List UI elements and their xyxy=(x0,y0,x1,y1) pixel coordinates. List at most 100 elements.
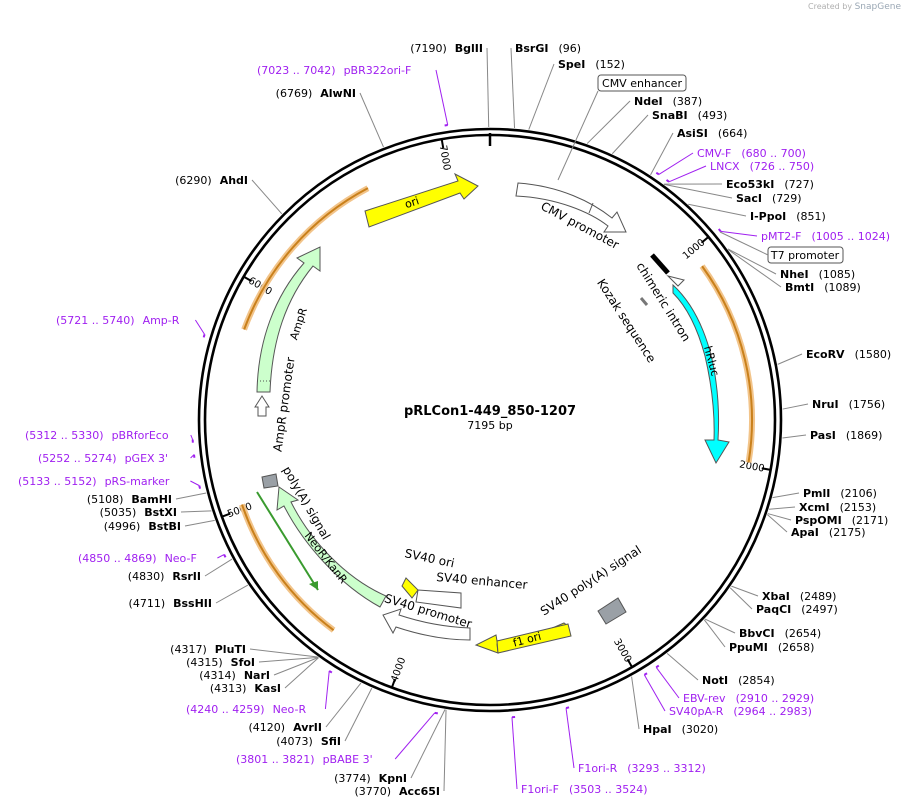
primer-label: (3801 .. 3821) pBABE 3' xyxy=(236,753,373,766)
primer-leader xyxy=(217,554,225,559)
orf-neor xyxy=(241,504,335,632)
enzyme-label: PspOMI(2171) xyxy=(795,514,888,527)
primer-label: CMV-F(680 .. 700) xyxy=(697,147,806,160)
feature-chimeric-intron xyxy=(650,253,670,275)
enzyme-name: AhdI xyxy=(220,174,248,187)
enzyme-name: AlwNI xyxy=(320,87,356,100)
primer-name: pBR322ori-F xyxy=(344,64,412,77)
enzyme-name: RsrII xyxy=(172,570,201,583)
primer-name: pMT2-F xyxy=(761,230,802,243)
primer-name: pRS-marker xyxy=(105,475,170,488)
primer-name: Neo-R xyxy=(273,703,307,716)
intron-small-segment xyxy=(666,275,685,287)
primer-label: F1ori-F(3503 .. 3524) xyxy=(521,783,648,796)
primer-mark xyxy=(655,171,660,176)
feature-ori-label: ori xyxy=(403,194,421,211)
enzyme-label: (4830)RsrII xyxy=(128,570,201,583)
enzyme-leader xyxy=(772,492,800,499)
tick-mark xyxy=(626,658,633,668)
enzyme-name: BsrGI xyxy=(515,42,548,55)
primer-label: SV40pA-R(2964 .. 2983) xyxy=(669,705,812,718)
enzyme-label: XbaI(2489) xyxy=(762,590,836,603)
enzyme-leader xyxy=(180,510,212,513)
feature-ampr-promoter xyxy=(254,395,270,417)
orf-ampr xyxy=(243,187,369,330)
enzyme-label: NotI(2854) xyxy=(702,674,775,687)
tick-label: 4000 xyxy=(389,656,408,684)
enzyme-leader xyxy=(443,709,447,792)
primer-label: EBV-rev(2910 .. 2929) xyxy=(683,692,814,705)
enzyme-label: HpaI(3020) xyxy=(643,723,718,736)
enzyme-label: PmlI(2106) xyxy=(803,487,877,500)
enzyme-name: KpnI xyxy=(379,772,407,785)
primer-range: (3801 .. 3821) xyxy=(236,753,315,766)
enzyme-position: (4120) xyxy=(249,721,286,734)
t7-promoter-label: T7 promoter xyxy=(770,249,840,262)
enzyme-name: PspOMI xyxy=(795,514,842,527)
enzyme-leader xyxy=(688,203,747,217)
feature-sv40-ori xyxy=(401,577,419,599)
feature-f1-ori-body xyxy=(496,623,572,654)
primer-range: (7023 .. 7042) xyxy=(257,64,336,77)
enzyme-position: (664) xyxy=(718,127,748,140)
feature-hrluc-label: hRluc xyxy=(701,345,722,378)
credit: Created by SnapGene xyxy=(808,2,901,12)
enzyme-position: (5035) xyxy=(100,506,137,519)
primer-leader xyxy=(668,165,707,183)
feature-cmv-promoter xyxy=(515,182,627,233)
primer-label: (5252 .. 5274)pGEX 3' xyxy=(38,452,168,465)
enzyme-leader xyxy=(359,92,384,148)
enzyme-position: (1089) xyxy=(824,281,861,294)
enzyme-leader xyxy=(782,403,809,410)
primer-range: (4850 .. 4869) xyxy=(78,552,157,565)
neor-inner-orf-head xyxy=(309,581,318,590)
enzyme-name: BbvCI xyxy=(739,627,775,640)
primer-mark xyxy=(434,711,439,715)
enzyme-label: (5035)BstXI xyxy=(100,506,177,519)
enzyme-label: BmtI(1089) xyxy=(785,281,861,294)
enzyme-name: XcmI xyxy=(799,501,830,514)
primer-mark xyxy=(665,179,670,183)
enzyme-position: (7190) xyxy=(410,42,447,55)
primer-mark xyxy=(202,334,206,338)
primer-name: pBABE 3' xyxy=(323,753,373,766)
credit-prefix: Created by xyxy=(808,2,853,11)
enzyme-position: (493) xyxy=(698,109,728,122)
tick-mark xyxy=(221,512,231,518)
enzyme-name: EcoRV xyxy=(806,348,845,361)
enzyme-name: HpaI xyxy=(643,723,672,736)
enzyme-position: (152) xyxy=(595,58,625,71)
enzyme-label: (7190)BglII xyxy=(410,42,483,55)
enzyme-leader xyxy=(766,514,788,533)
enzyme-position: (4314) xyxy=(199,669,236,682)
neor-inner-orf xyxy=(256,491,319,591)
primer-label: (4240 .. 4259)Neo-R xyxy=(186,703,306,716)
t7-promoter-leader xyxy=(719,231,769,256)
enzyme-position: (2106) xyxy=(840,487,877,500)
enzyme-name: SpeI xyxy=(558,58,585,71)
tick-label: 7000 xyxy=(437,144,452,171)
enzyme-leader xyxy=(486,47,490,128)
enzyme-label: NdeI(387) xyxy=(634,95,702,108)
primer-name: EBV-rev xyxy=(683,692,726,705)
feature-ampr-promoter-label: AmpR promoter xyxy=(270,356,297,452)
enzyme-name: BamHI xyxy=(131,493,172,506)
primer-leader xyxy=(190,454,195,459)
primer-label: F1ori-R(3293 .. 3312) xyxy=(578,762,706,775)
primer-mark xyxy=(565,706,570,710)
enzyme-position: (4073) xyxy=(276,735,313,748)
tick-mark xyxy=(390,678,396,688)
enzyme-label: (4996)BstBI xyxy=(104,520,181,533)
primer-label: (7023 .. 7042) pBR322ori-F xyxy=(257,64,411,77)
feature-ampr xyxy=(256,246,321,393)
enzyme-label: (4315)SfoI xyxy=(186,656,255,669)
enzyme-name: BssHII xyxy=(173,597,212,610)
cmv-enhancer-divider xyxy=(588,202,594,214)
enzyme-leader xyxy=(258,656,319,663)
enzyme-label: (4314)NarI xyxy=(199,669,270,682)
primer-name: Amp-R xyxy=(143,314,180,327)
primer-leader xyxy=(720,230,758,237)
enzyme-leader xyxy=(344,687,373,742)
enzyme-position: (1756) xyxy=(849,398,886,411)
enzyme-leader xyxy=(777,353,803,365)
